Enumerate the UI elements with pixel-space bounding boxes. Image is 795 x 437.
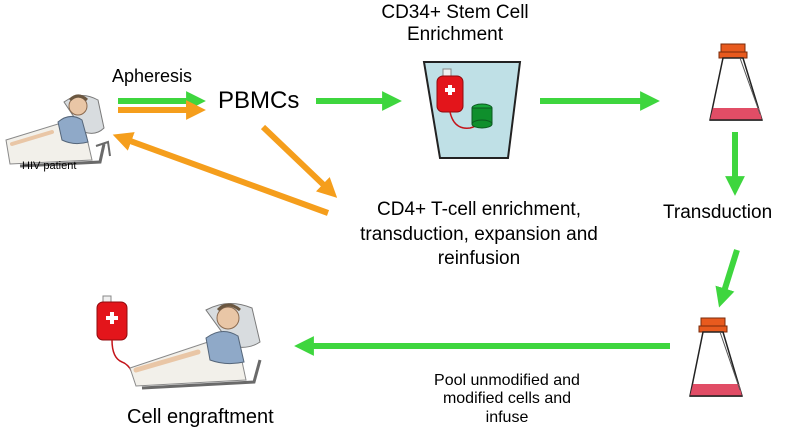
culture-flask-icon: [689, 317, 744, 397]
enrichment-beaker-icon: [422, 61, 522, 159]
hiv-patient-label: HIV patient: [22, 160, 77, 172]
apheresis-label: Apheresis: [112, 66, 193, 86]
patient-in-bed-icon: [5, 94, 111, 168]
cd4-to-patient-arrow: [112, 132, 330, 216]
cd4-pathway-label: CD4+ T-cell enrichment, transduction, ex…: [360, 199, 598, 270]
transduction-label: Transduction: [663, 202, 773, 223]
blood-bag-icon: [96, 295, 133, 373]
patient-in-bed-icon: [129, 303, 262, 390]
apheresis-arrows: [118, 91, 206, 120]
pool-infuse-label: Pool unmodified and modified cells and i…: [434, 372, 580, 426]
transduction-to-flask-arrow: [715, 249, 740, 308]
cd34-enrichment-label: CD34+ Stem Cell Enrichment: [381, 2, 529, 45]
culture-flask-icon: [709, 43, 764, 121]
cell-engraftment-label: Cell engraftment: [127, 406, 274, 428]
magnetic-column-icon: [471, 103, 493, 129]
pbmcs-label: PBMCs: [218, 87, 300, 114]
pbmc-to-cd4-arrow: [260, 124, 338, 198]
